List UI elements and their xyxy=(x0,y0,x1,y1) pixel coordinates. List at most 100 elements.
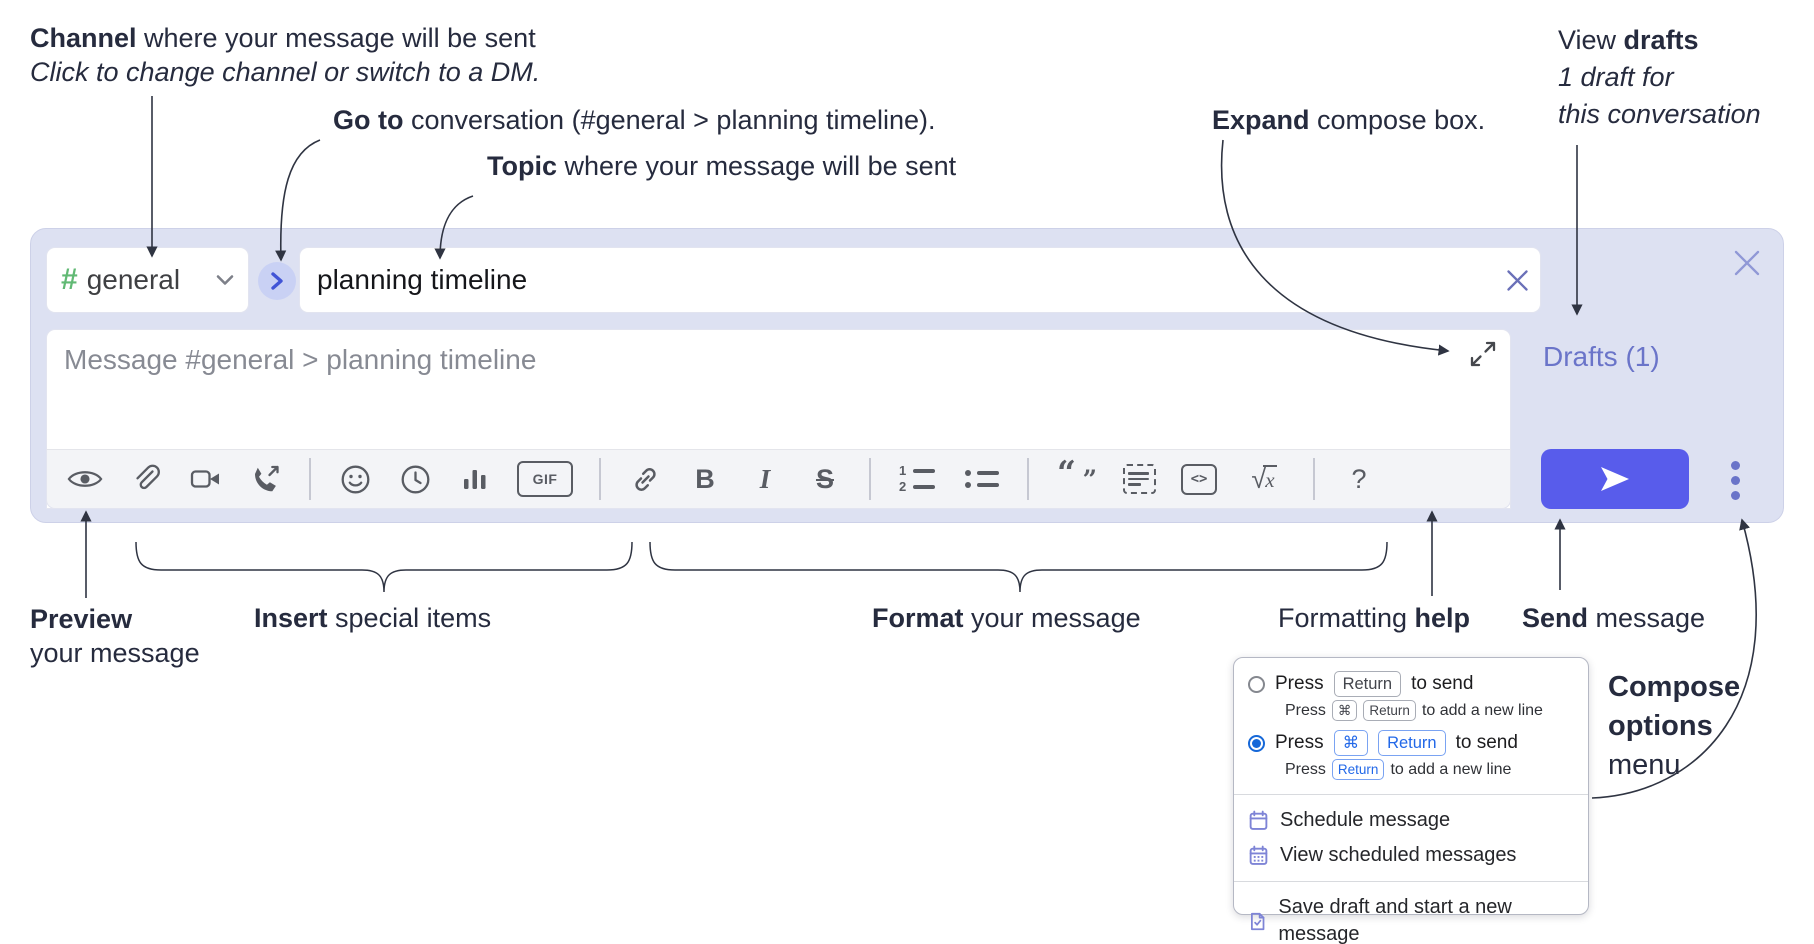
calendar-icon xyxy=(1249,810,1268,830)
topic-input[interactable] xyxy=(300,264,1494,296)
strikethrough-button[interactable]: S xyxy=(815,463,834,494)
toolbar-divider xyxy=(309,458,311,500)
formatting-help-button[interactable]: ? xyxy=(1351,463,1367,494)
compose-options-button[interactable] xyxy=(1715,453,1755,507)
compose-toolbar: GIF B I S 1 2 xyxy=(46,449,1511,509)
close-icon xyxy=(1734,250,1760,276)
list-dot xyxy=(964,482,971,488)
send-option-cmd-enter-sub: Press Return to add a new line xyxy=(1234,756,1588,786)
menu-divider xyxy=(1234,881,1588,882)
video-call-button[interactable] xyxy=(187,457,223,501)
save-draft-item[interactable]: Save draft and start a new message xyxy=(1234,890,1588,944)
send-button[interactable] xyxy=(1541,449,1689,509)
phone-outgoing-icon xyxy=(254,465,279,491)
ol-number: 2 xyxy=(899,479,907,494)
return-key: Return xyxy=(1363,700,1416,721)
toolbar-divider xyxy=(869,458,871,500)
option-text: to send xyxy=(1411,673,1474,694)
return-key: Return xyxy=(1331,759,1385,780)
schedule-message-item[interactable]: Schedule message xyxy=(1234,803,1588,838)
bold-button[interactable]: B xyxy=(695,463,715,494)
compose-options-menu: Press Return to send Press ⌘ Return to a… xyxy=(1233,657,1589,944)
send-option-cmd-enter[interactable]: Press ⌘ Return to send xyxy=(1234,727,1588,756)
audio-call-button[interactable] xyxy=(247,457,283,501)
send-annotation: Send message xyxy=(1522,603,1706,633)
link-icon xyxy=(634,467,656,491)
quote-button[interactable]: “ ” xyxy=(1055,453,1097,501)
clear-topic-button[interactable] xyxy=(1494,257,1540,303)
expand-icon xyxy=(1470,341,1496,367)
channel-name: general xyxy=(86,264,181,295)
channel-selector[interactable]: # general xyxy=(46,247,249,313)
message-input[interactable] xyxy=(47,330,1510,440)
option-text: Press xyxy=(1275,732,1324,753)
send-icon xyxy=(1601,467,1629,491)
compose-box: # general xyxy=(30,228,1784,523)
calendar-grid-icon xyxy=(1249,845,1268,865)
send-option-enter[interactable]: Press Return to send xyxy=(1234,668,1588,697)
numbered-list-button[interactable]: 1 2 xyxy=(897,457,937,501)
list-bar xyxy=(976,470,999,476)
compose-options-annotation: Compose options menu xyxy=(1608,671,1741,781)
toolbar-divider xyxy=(1313,458,1315,500)
quote-icon: “ xyxy=(1057,453,1076,492)
math-button[interactable]: √x xyxy=(1241,457,1287,501)
list-bar xyxy=(913,484,935,490)
toolbar-divider xyxy=(599,458,601,500)
list-dot xyxy=(964,470,971,476)
option-text: to send xyxy=(1455,732,1518,753)
math-x: x xyxy=(1263,465,1277,493)
format-brace xyxy=(649,541,1388,593)
insert-annotation: Insert special items xyxy=(254,603,492,633)
quote-icon: ” xyxy=(1082,465,1097,494)
drafts-link[interactable]: Drafts (1) xyxy=(1543,341,1660,372)
return-key: Return xyxy=(1333,671,1402,697)
gif-button[interactable]: GIF xyxy=(517,461,573,497)
radio-selected[interactable] xyxy=(1248,734,1265,752)
link-button[interactable] xyxy=(627,457,663,501)
bulleted-list-button[interactable] xyxy=(961,457,1001,501)
goto-annotation: Go to conversation (#general > planning … xyxy=(333,105,936,135)
radical-icon: √ xyxy=(1251,463,1267,494)
send-option-enter-sub: Press ⌘ Return to add a new line xyxy=(1234,697,1588,727)
attach-file-button[interactable] xyxy=(127,457,163,501)
ellipsis-dot xyxy=(1730,475,1740,485)
schedule-time-button[interactable] xyxy=(397,457,433,501)
preview-button[interactable] xyxy=(67,457,103,501)
poll-button[interactable] xyxy=(457,457,493,501)
spoiler-icon xyxy=(1122,464,1156,494)
topic-annotation: Topic where your message will be sent xyxy=(487,151,957,181)
format-annotation: Format your message xyxy=(872,603,1141,633)
italic-button[interactable]: I xyxy=(759,463,771,494)
close-compose-button[interactable] xyxy=(1729,245,1765,281)
option-text: Press xyxy=(1275,673,1324,694)
list-bar xyxy=(976,482,999,488)
ol-number: 1 xyxy=(899,463,907,478)
chevron-right-icon xyxy=(271,272,283,290)
view-drafts-annotation: View drafts 1 draft for this conversatio… xyxy=(1558,25,1761,129)
eye-icon xyxy=(67,471,103,487)
expand-compose-button[interactable] xyxy=(1469,340,1497,368)
ellipsis-dot xyxy=(1730,460,1740,470)
spoiler-button[interactable] xyxy=(1121,457,1157,501)
go-to-conversation-button[interactable] xyxy=(258,262,296,300)
topic-input-container xyxy=(299,247,1541,313)
code-button[interactable]: <> xyxy=(1181,457,1217,501)
view-scheduled-messages-item[interactable]: View scheduled messages xyxy=(1234,838,1588,873)
clock-icon xyxy=(401,465,429,493)
return-key: Return xyxy=(1378,730,1446,756)
smiley-icon xyxy=(341,465,369,493)
bar-chart-icon xyxy=(464,470,486,489)
cmd-key: ⌘ xyxy=(1331,700,1358,721)
toolbar-divider xyxy=(1027,458,1029,500)
draft-file-icon xyxy=(1251,912,1265,930)
radio-unselected[interactable] xyxy=(1248,675,1265,693)
chevron-down-icon xyxy=(216,275,234,285)
list-bar xyxy=(913,468,935,474)
code-icon: <> xyxy=(1181,463,1217,495)
emoji-button[interactable] xyxy=(337,457,373,501)
channel-annotation-sub: Click to change channel or switch to a D… xyxy=(30,57,541,87)
channel-hash-icon: # xyxy=(61,263,78,296)
